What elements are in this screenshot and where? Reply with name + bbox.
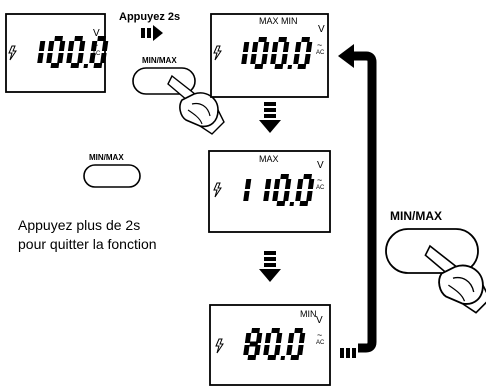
lcd-segment: [258, 37, 267, 42]
lcd-segment: [71, 63, 80, 68]
loop-arrow-icon: [338, 44, 372, 358]
unit-label: V: [316, 315, 323, 326]
lcd-segment: [298, 64, 307, 69]
lcd-segment: [54, 36, 63, 41]
lcd-segment: [291, 355, 300, 360]
ac-label: AC: [316, 50, 325, 56]
lcd-display-max: MAX V ~ AC: [209, 151, 330, 232]
lcd-display-max-min: MAX MIN V ~ AC: [211, 14, 328, 97]
mode-indicator: MIN: [300, 309, 317, 319]
minmax-label-top: MIN/MAX: [142, 56, 177, 65]
lcd-segment: [277, 201, 286, 206]
mode-indicator: MAX MIN: [259, 16, 298, 26]
ac-symbol: ~: [317, 330, 322, 340]
decimal-point: [84, 64, 89, 68]
hold-instruction-line1: Appuyez plus de 2s: [18, 217, 140, 233]
arrow-right-icon: [141, 25, 163, 41]
lcd-segment: [255, 64, 264, 69]
minmax-button-left[interactable]: [84, 165, 140, 187]
minmax-label-right: MIN/MAX: [390, 209, 442, 223]
lcd-segment: [268, 355, 277, 360]
lcd-segment: [300, 201, 309, 206]
lcd-segment: [303, 174, 312, 179]
lcd-segment: [280, 174, 289, 179]
lcd-segment: [74, 36, 83, 41]
ac-label: AC: [316, 340, 325, 346]
lcd-segment: [248, 355, 257, 360]
arrow-down-icon: [259, 251, 281, 282]
lcd-segment: [275, 64, 284, 69]
lcd-segment: [271, 328, 280, 333]
lcd-display-min: MIN V ~ AC: [210, 305, 330, 385]
ac-symbol: ~: [317, 40, 322, 50]
minmax-label-left: MIN/MAX: [89, 153, 124, 162]
unit-label: V: [318, 24, 325, 35]
unit-label: V: [317, 160, 324, 171]
lcd-segment: [301, 37, 310, 42]
mode-indicator: MAX: [259, 154, 279, 164]
ac-symbol: ~: [317, 175, 322, 185]
lcd-display-initial: V ~ AC: [6, 14, 109, 92]
lcd-segment: [249, 342, 258, 347]
arrow-down-icon: [259, 102, 281, 133]
ac-label: AC: [316, 185, 325, 191]
lcd-segment: [251, 328, 260, 333]
lcd-segment: [278, 37, 287, 42]
decimal-point: [288, 65, 293, 69]
press-duration-label: Appuyez 2s: [119, 11, 180, 23]
hold-instruction-line2: pour quitter la fonction: [18, 236, 157, 252]
lcd-segment: [94, 63, 103, 68]
lcd-segment: [294, 328, 303, 333]
lcd-segment: [97, 36, 106, 41]
lcd-segment: [51, 63, 60, 68]
decimal-point: [290, 202, 295, 206]
decimal-point: [281, 356, 286, 360]
